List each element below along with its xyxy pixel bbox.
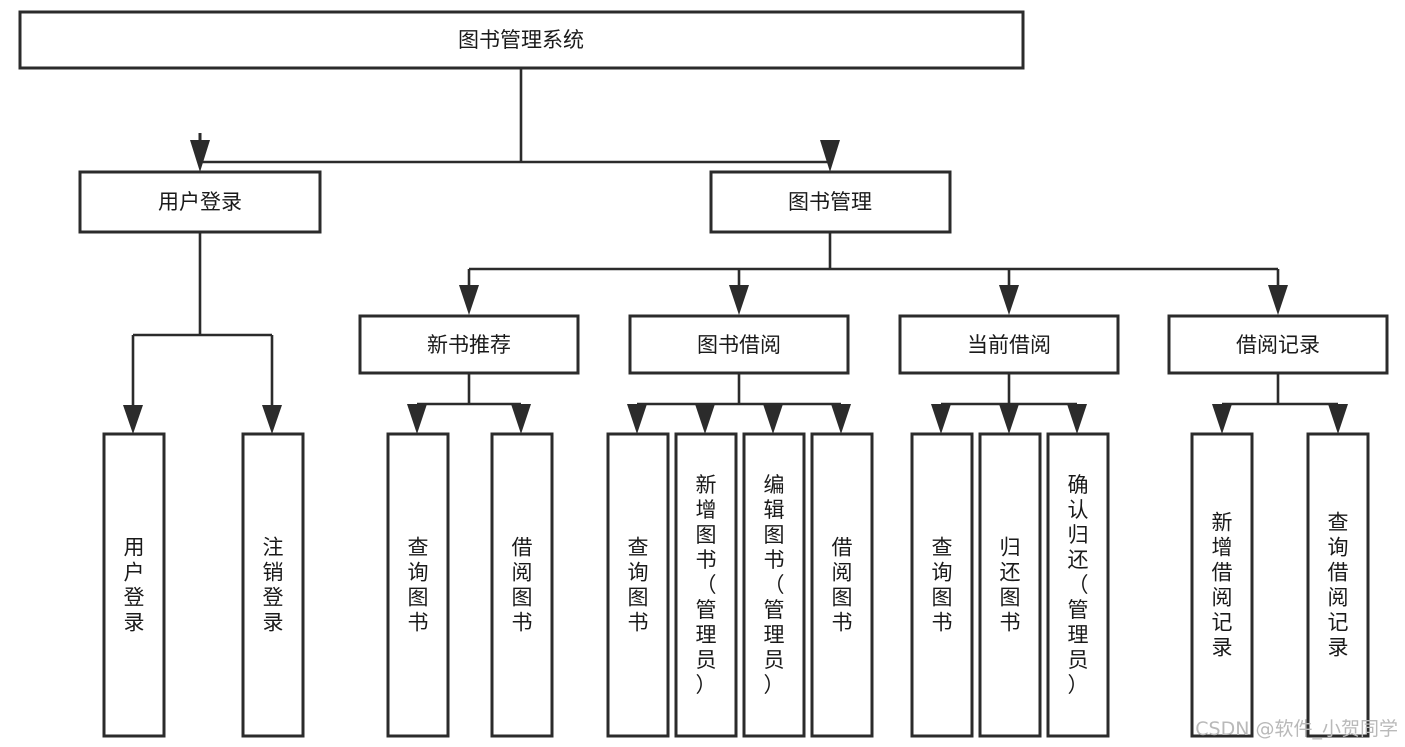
node-leaf-query-record[interactable]: 查询借阅记录 [1306,432,1370,738]
node-leaf-add-book-box[interactable] [674,432,738,738]
node-book-manage-box[interactable] [709,170,952,234]
node-book-manage-label: 图书管理 [788,190,872,214]
node-book-borrow-box[interactable] [628,314,850,375]
node-leaf-add-record[interactable]: 新增借阅记录 [1190,432,1254,738]
node-current-borrow[interactable]: 当前借阅 [898,314,1120,375]
edge-borrow-record-to-children [1212,373,1348,434]
node-leaf-query-book-1-box[interactable] [386,432,450,738]
edge-root-to-level2 [198,68,830,164]
node-borrow-record[interactable]: 借阅记录 [1167,314,1389,375]
node-leaf-query-book-3-box[interactable] [910,432,974,738]
node-borrow-record-label: 借阅记录 [1236,333,1320,357]
node-root[interactable]: 图书管理系统 [18,10,1025,70]
node-new-book-recommend-label: 新书推荐 [427,333,511,357]
node-leaf-return-book-label: 归还图书 [1000,536,1021,635]
node-user-login-box[interactable] [78,170,322,234]
node-leaf-logout-box[interactable] [241,432,305,738]
node-leaf-borrow-book-1-box[interactable] [490,432,554,738]
node-new-book-recommend-box[interactable] [358,314,580,375]
node-leaf-confirm-return[interactable]: 确认归还（管理员） [1046,432,1110,738]
edge-new-book-rec-to-children [407,373,531,434]
node-leaf-borrow-book-1[interactable]: 借阅图书 [490,432,554,738]
node-leaf-add-record-box[interactable] [1190,432,1254,738]
edge-current-borrow-to-children [931,373,1087,434]
connector-layer [123,68,1348,434]
node-leaf-add-book[interactable]: 新增图书（管理员） [674,432,738,738]
node-leaf-query-book-1[interactable]: 查询图书 [386,432,450,738]
node-user-login-label: 用户登录 [158,190,242,214]
node-leaf-borrow-book-2[interactable]: 借阅图书 [810,432,874,738]
node-leaf-query-book-2[interactable]: 查询图书 [606,432,670,738]
node-leaf-return-book-box[interactable] [978,432,1042,738]
node-leaf-query-book-3-label: 查询图书 [932,536,953,635]
node-leaf-confirm-return-label: 确认归还（管理员） [1068,473,1089,697]
node-leaf-borrow-book-2-box[interactable] [810,432,874,738]
node-current-borrow-label: 当前借阅 [967,333,1051,357]
node-leaf-query-book-2-label: 查询图书 [628,536,649,635]
node-leaf-confirm-return-box[interactable] [1046,432,1110,738]
node-root-label: 图书管理系统 [458,28,584,52]
node-leaf-edit-book-label: 编辑图书（管理员） [764,473,785,697]
edge-book-borrow-to-children [627,373,851,434]
node-user-login[interactable]: 用户登录 [78,170,322,234]
arrow-to-book-manage [820,140,840,172]
edge-book-manage-to-level3 [459,232,1288,315]
node-leaf-user-login-label: 用户登录 [124,536,145,635]
node-leaf-user-login[interactable]: 用户登录 [102,432,166,738]
node-current-borrow-box[interactable] [898,314,1120,375]
node-leaf-edit-book-box[interactable] [742,432,806,738]
node-leaf-return-book[interactable]: 归还图书 [978,432,1042,738]
node-leaf-query-record-box[interactable] [1306,432,1370,738]
node-leaf-logout[interactable]: 注销登录 [241,432,305,738]
node-borrow-record-box[interactable] [1167,314,1389,375]
node-root-box[interactable] [18,10,1025,70]
node-leaf-borrow-book-1-label: 借阅图书 [512,536,533,635]
node-leaf-query-record-label: 查询借阅记录 [1328,511,1349,660]
node-leaf-logout-label: 注销登录 [263,536,284,635]
node-leaf-query-book-1-label: 查询图书 [408,536,429,635]
node-book-borrow-label: 图书借阅 [697,333,781,357]
node-book-borrow[interactable]: 图书借阅 [628,314,850,375]
node-leaf-user-login-box[interactable] [102,432,166,738]
csdn-watermark: CSDN @软件_小贺同学 [1195,718,1398,740]
node-leaf-query-book-3[interactable]: 查询图书 [910,432,974,738]
node-leaf-edit-book[interactable]: 编辑图书（管理员） [742,432,806,738]
arrow-to-user-login [190,140,210,172]
node-new-book-recommend[interactable]: 新书推荐 [358,314,580,375]
node-book-manage[interactable]: 图书管理 [709,170,952,234]
node-leaf-query-book-2-box[interactable] [606,432,670,738]
node-leaf-add-book-label: 新增图书（管理员） [696,473,717,697]
node-leaf-add-record-label: 新增借阅记录 [1212,511,1233,660]
edge-user-login-to-children [123,232,282,434]
node-leaf-borrow-book-2-label: 借阅图书 [832,536,853,635]
